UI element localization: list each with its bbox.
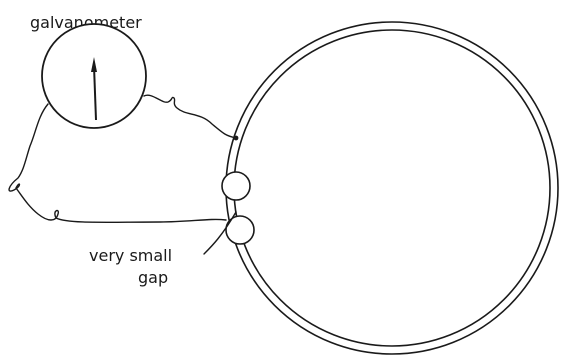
coil-inner-ring xyxy=(233,29,551,347)
wire-lower xyxy=(8,103,227,224)
gap-label-line1: very small xyxy=(89,246,172,265)
coil-outer-ring xyxy=(225,21,559,355)
gap-pointer-line xyxy=(203,211,237,255)
gap-terminal-lower xyxy=(225,215,255,245)
galvanometer-needle xyxy=(93,65,97,121)
galvanometer xyxy=(41,23,147,129)
spark-gap xyxy=(221,171,255,245)
wire-upper-junction xyxy=(233,135,239,141)
gap-terminal-upper xyxy=(221,171,251,201)
galvanometer-needle-tip xyxy=(91,57,97,72)
wire-upper xyxy=(143,94,237,139)
coil-loop xyxy=(225,21,559,355)
gap-label-line2: gap xyxy=(138,268,168,287)
